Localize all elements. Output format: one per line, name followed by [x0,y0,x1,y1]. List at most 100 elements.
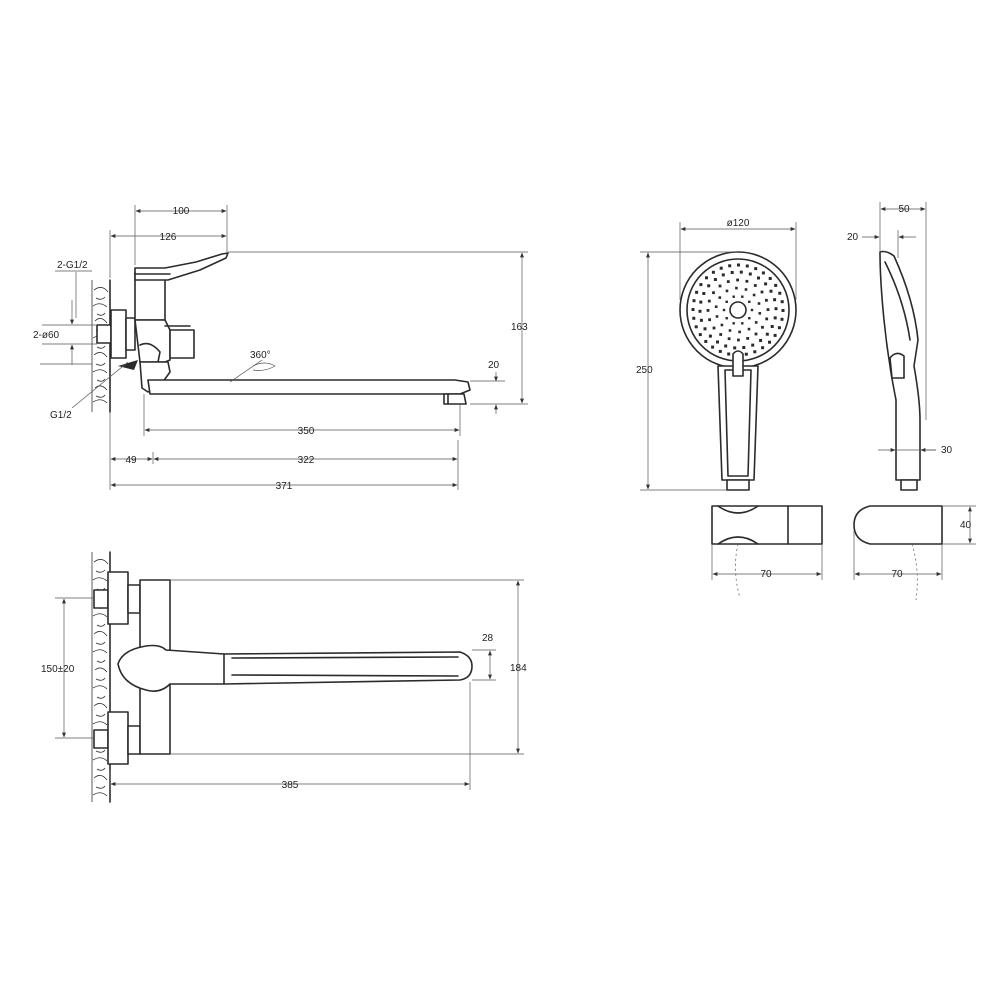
nozzle [728,264,732,268]
wall-section-top [91,279,111,413]
nozzle [702,292,706,295]
nozzle [766,308,770,311]
dim-g1-2: G1/2 [50,410,72,421]
nozzle [737,338,740,342]
nozzle [765,332,769,336]
nozzle [738,330,741,334]
nozzle [774,283,778,287]
nozzle [745,264,749,268]
nozzle [712,291,715,295]
nozzle [761,325,764,329]
nozzle [733,346,737,350]
nozzle [770,325,774,328]
nozzle [724,344,728,348]
nozzle [718,296,722,299]
dim-2-g1-2: 2-G1/2 [57,260,88,271]
nozzle [699,283,703,287]
front-view-dimensions [40,205,528,490]
nozzle [699,300,703,304]
nozzle [706,309,710,312]
nozzle [758,312,762,315]
nozzle [711,345,715,349]
mixer-top-view [91,551,473,803]
nozzle [707,284,711,288]
nozzle [739,270,743,274]
nozzle [722,308,726,312]
dim-360-rotation: 360° [250,350,271,361]
nozzle [728,329,732,332]
nozzle [752,293,756,297]
dim-70-side: 70 [891,569,903,580]
dim-28: 28 [482,633,494,644]
nozzle [699,318,703,322]
nozzle [725,317,728,320]
nozzle [761,346,765,350]
nozzle [741,295,744,298]
dim-70-front: 70 [760,569,772,580]
nozzle [773,316,777,320]
nozzle [744,288,748,291]
nozzle [704,340,708,343]
dim-350: 350 [298,426,315,437]
dim-100: 100 [173,206,190,217]
nozzle [692,316,696,320]
nozzle [711,270,715,274]
nozzle [707,299,711,303]
dim-184: 184 [510,663,527,674]
nozzle [720,323,724,327]
nozzle [716,340,719,344]
mixer-front-view [91,252,471,413]
dim-20-side: 20 [847,232,859,243]
nozzle [748,272,752,276]
dim-250: 250 [636,365,653,376]
dim-371: 371 [276,481,293,492]
nozzle [737,263,740,267]
nozzle [778,291,782,295]
nozzle [747,327,751,331]
nozzle [742,346,746,349]
nozzle [725,300,728,303]
nozzle [781,309,785,312]
nozzle [714,305,718,308]
nozzle [773,298,777,302]
nozzle [765,317,769,321]
nozzle [695,290,699,294]
nozzle [769,289,773,293]
dim-40: 40 [960,520,972,531]
nozzle [713,278,717,281]
nozzle [764,282,768,286]
dimension-labels: 100 126 2-G1/2 2-ø60 G1/2 163 20 360° 35… [33,204,972,791]
nozzle [730,271,734,274]
nozzle-pattern [691,263,785,356]
nozzle [736,278,739,282]
nozzle [698,309,702,313]
nozzle [744,352,748,356]
dim-50: 50 [898,204,910,215]
nozzle [735,286,738,290]
nozzle [718,284,722,288]
nozzle [761,271,765,275]
nozzle [757,302,761,305]
nozzle [745,279,749,283]
nozzle [746,337,750,340]
nozzle [719,266,723,270]
shower-side-dimensions [853,202,976,580]
dim-o120: ø120 [727,218,750,229]
nozzle [768,277,772,280]
shower-front-dimensions [640,222,823,580]
shower-head-side-view [853,250,943,601]
shower-head-front-view [679,251,823,599]
dim-126: 126 [160,232,177,243]
nozzle [774,307,778,311]
nozzle [719,333,723,336]
dim-163: 163 [511,322,528,333]
nozzle [754,332,758,336]
nozzle [718,349,722,353]
nozzle [708,334,712,338]
nozzle [780,317,784,321]
nozzle [705,276,708,280]
nozzle [708,318,711,322]
dim-150-20: 150±20 [41,664,75,675]
nozzle [712,326,716,330]
